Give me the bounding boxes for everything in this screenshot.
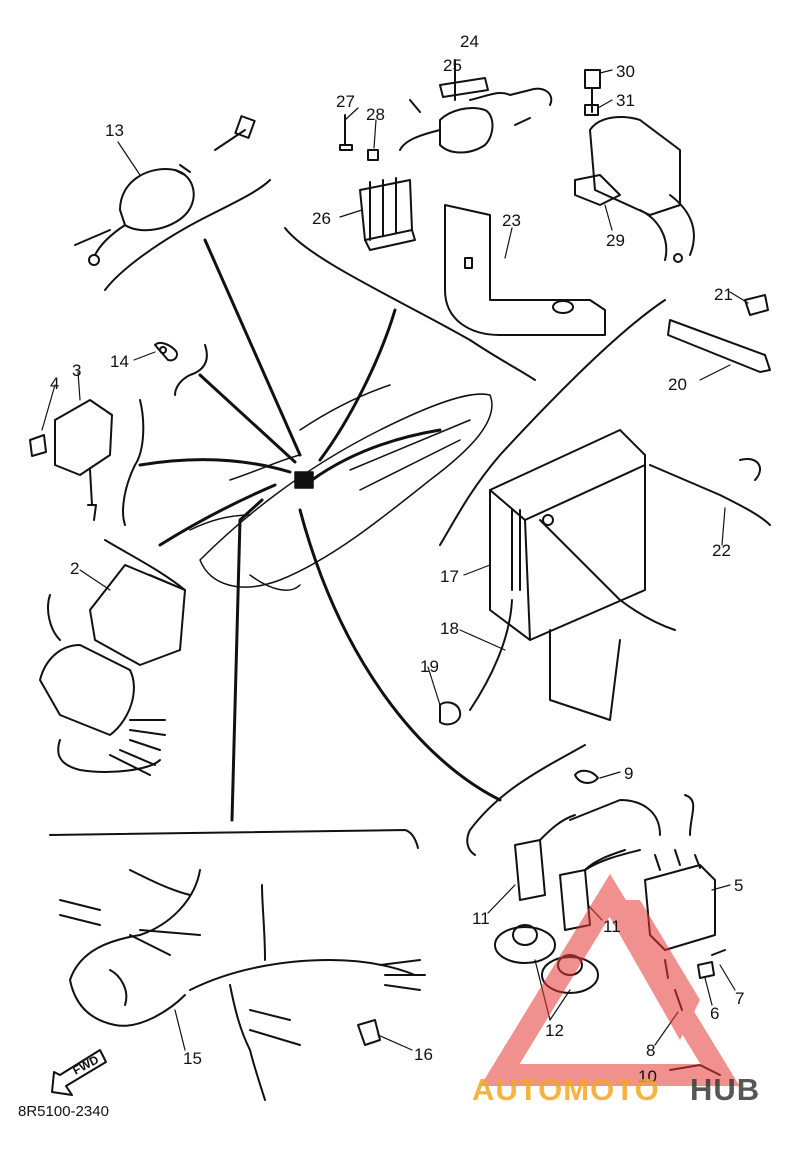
callout-20: 20: [668, 375, 687, 394]
callout-23: 23: [502, 211, 521, 230]
callout-8: 8: [646, 1041, 656, 1060]
fuse-holder-24-icon: [399, 59, 553, 154]
clip-14-icon: [154, 341, 178, 362]
callout-11a: 11: [472, 909, 490, 928]
callout-2: 2: [70, 559, 80, 578]
motorcycle-outline: [189, 384, 493, 591]
callout-30: 30: [616, 62, 635, 81]
callout-3: 3: [72, 361, 82, 380]
callout-22: 22: [712, 541, 731, 560]
part-code: 8R5100-2340: [18, 1103, 109, 1120]
callout-5: 5: [734, 876, 744, 895]
cdi-unit-2-icon: [39, 564, 186, 776]
callout-17: 17: [440, 567, 459, 586]
callout-16: 16: [414, 1045, 433, 1064]
callout-13: 13: [105, 121, 124, 140]
pointer-lines: [138, 238, 502, 822]
callout-21: 21: [714, 285, 733, 304]
bracket-23-icon: [444, 204, 606, 336]
callout-27: 27: [336, 92, 355, 111]
callout-14: 14: [110, 352, 129, 371]
wire-harness-15-icon: [59, 869, 426, 1101]
callout-25: 25: [443, 56, 462, 75]
starter-relay-29-icon: [574, 69, 695, 263]
callout-26: 26: [312, 209, 331, 228]
callout-7: 7: [735, 989, 745, 1008]
callout-9: 9: [624, 764, 634, 783]
breather-pipe-18-icon: [439, 509, 521, 726]
rectifier-26-icon: [359, 177, 416, 251]
callout-19: 19: [420, 657, 439, 676]
callout-18: 18: [440, 619, 459, 638]
callout-31: 31: [616, 91, 635, 110]
callout-12: 12: [545, 1021, 564, 1040]
watermark-dark-text: HUB: [690, 1072, 761, 1107]
logo-triangle-icon: [480, 873, 740, 1086]
seal-12-icon: [494, 924, 599, 994]
watermark-colored-text: AUTOMOTO: [472, 1072, 660, 1107]
battery-17-icon: [489, 429, 771, 721]
plug-cap-11-icon: [514, 814, 626, 931]
callout-4: 4: [50, 374, 60, 393]
callout-6: 6: [710, 1004, 720, 1023]
callout-15: 15: [183, 1049, 202, 1068]
connector-16-icon: [357, 1019, 381, 1046]
clip-9-icon: [574, 769, 599, 784]
callout-28: 28: [366, 105, 385, 124]
switch-13-icon: [74, 115, 256, 266]
callout-24: 24: [460, 32, 479, 51]
fwd-arrow-icon: [51, 1049, 107, 1096]
group-brackets: [49, 179, 666, 856]
regulator-3-icon: [29, 399, 113, 521]
callout-10: 10: [638, 1067, 657, 1086]
callout-29: 29: [606, 231, 625, 250]
callout-11b: 11: [603, 917, 621, 936]
battery-band-20-icon: [667, 294, 771, 373]
